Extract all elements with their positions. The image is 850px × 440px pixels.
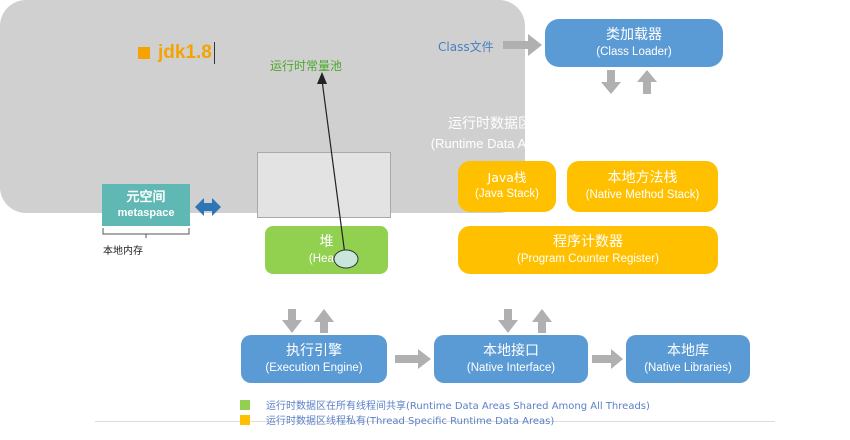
native-interface-box: 本地接口 (Native Interface) bbox=[434, 335, 588, 383]
class-loader-box: 类加载器 (Class Loader) bbox=[545, 19, 723, 67]
runtime-constant-pool-label: 运行时常量池 bbox=[270, 59, 343, 73]
program-counter-subtitle: (Program Counter Register) bbox=[517, 252, 659, 265]
runtime-title-en: (Runtime Data Area) bbox=[430, 135, 550, 151]
native-method-stack-title: 本地方法栈 bbox=[607, 170, 678, 187]
execution-engine-subtitle: (Execution Engine) bbox=[265, 361, 363, 374]
native-method-stack-subtitle: (Native Method Stack) bbox=[585, 189, 700, 202]
metaspace-box: 元空间 metaspace bbox=[102, 184, 190, 226]
native-interface-subtitle: (Native Interface) bbox=[466, 361, 556, 374]
heap-title: 堆 bbox=[319, 233, 334, 250]
runtime-data-area-title: 运行时数据区 (Runtime Data Area) bbox=[410, 115, 570, 153]
legend-thread-private-text: 运行时数据区线程私有(Thread Specific Runtime Data … bbox=[266, 416, 555, 427]
metaspace-subtitle: metaspace bbox=[117, 207, 175, 220]
jdk-version-tag: jdk1.8 bbox=[138, 42, 215, 64]
square-bullet-icon bbox=[138, 47, 150, 59]
java-stack-subtitle: (Java Stack) bbox=[475, 188, 539, 201]
bottom-divider bbox=[95, 421, 775, 422]
class-loader-title: 类加载器 bbox=[606, 26, 662, 43]
metaspace-title: 元空间 bbox=[126, 189, 166, 205]
local-memory-caption: 本地内存 bbox=[103, 246, 143, 257]
program-counter-title: 程序计数器 bbox=[553, 233, 623, 250]
legend-yellow-swatch bbox=[240, 414, 250, 425]
legend-shared: 运行时数据区在所有线程间共享(Runtime Data Areas Shared… bbox=[240, 397, 650, 412]
program-counter-box: 程序计数器 (Program Counter Register) bbox=[458, 226, 718, 274]
text-cursor bbox=[213, 42, 215, 64]
loader-up-arrow bbox=[637, 70, 657, 94]
java-stack-title: Java栈 bbox=[487, 170, 527, 186]
heap-subtitle: (Heap) bbox=[308, 252, 345, 265]
interface-down-arrow bbox=[498, 309, 518, 333]
class-loader-subtitle: (Class Loader) bbox=[596, 45, 672, 58]
java-stack-box: Java栈 (Java Stack) bbox=[458, 161, 556, 212]
heap-box: 堆 (Heap) bbox=[265, 226, 388, 274]
execution-engine-box: 执行引擎 (Execution Engine) bbox=[241, 335, 387, 383]
interface-up-arrow bbox=[532, 309, 552, 333]
jdk-version-label: jdk1.8 bbox=[158, 42, 212, 63]
runtime-title-zh: 运行时数据区 bbox=[448, 116, 532, 132]
interface-to-libraries-arrow bbox=[592, 349, 623, 369]
execution-engine-title: 执行引擎 bbox=[286, 342, 342, 359]
native-libraries-subtitle: (Native Libraries) bbox=[644, 361, 732, 374]
loader-down-arrow bbox=[601, 70, 621, 94]
method-area-box bbox=[257, 152, 391, 218]
engine-to-interface-arrow bbox=[395, 349, 431, 369]
legend-shared-text: 运行时数据区在所有线程间共享(Runtime Data Areas Shared… bbox=[266, 401, 650, 412]
legend-thread-private: 运行时数据区线程私有(Thread Specific Runtime Data … bbox=[240, 412, 554, 427]
native-interface-title: 本地接口 bbox=[483, 342, 539, 359]
local-memory-bracket bbox=[102, 228, 190, 238]
native-method-stack-box: 本地方法栈 (Native Method Stack) bbox=[567, 161, 718, 212]
native-libraries-title: 本地库 bbox=[667, 342, 709, 359]
engine-down-arrow bbox=[282, 309, 302, 333]
class-file-label: Class文件 bbox=[438, 40, 494, 54]
legend-green-swatch bbox=[240, 399, 250, 410]
engine-up-arrow bbox=[314, 309, 334, 333]
native-libraries-box: 本地库 (Native Libraries) bbox=[626, 335, 750, 383]
